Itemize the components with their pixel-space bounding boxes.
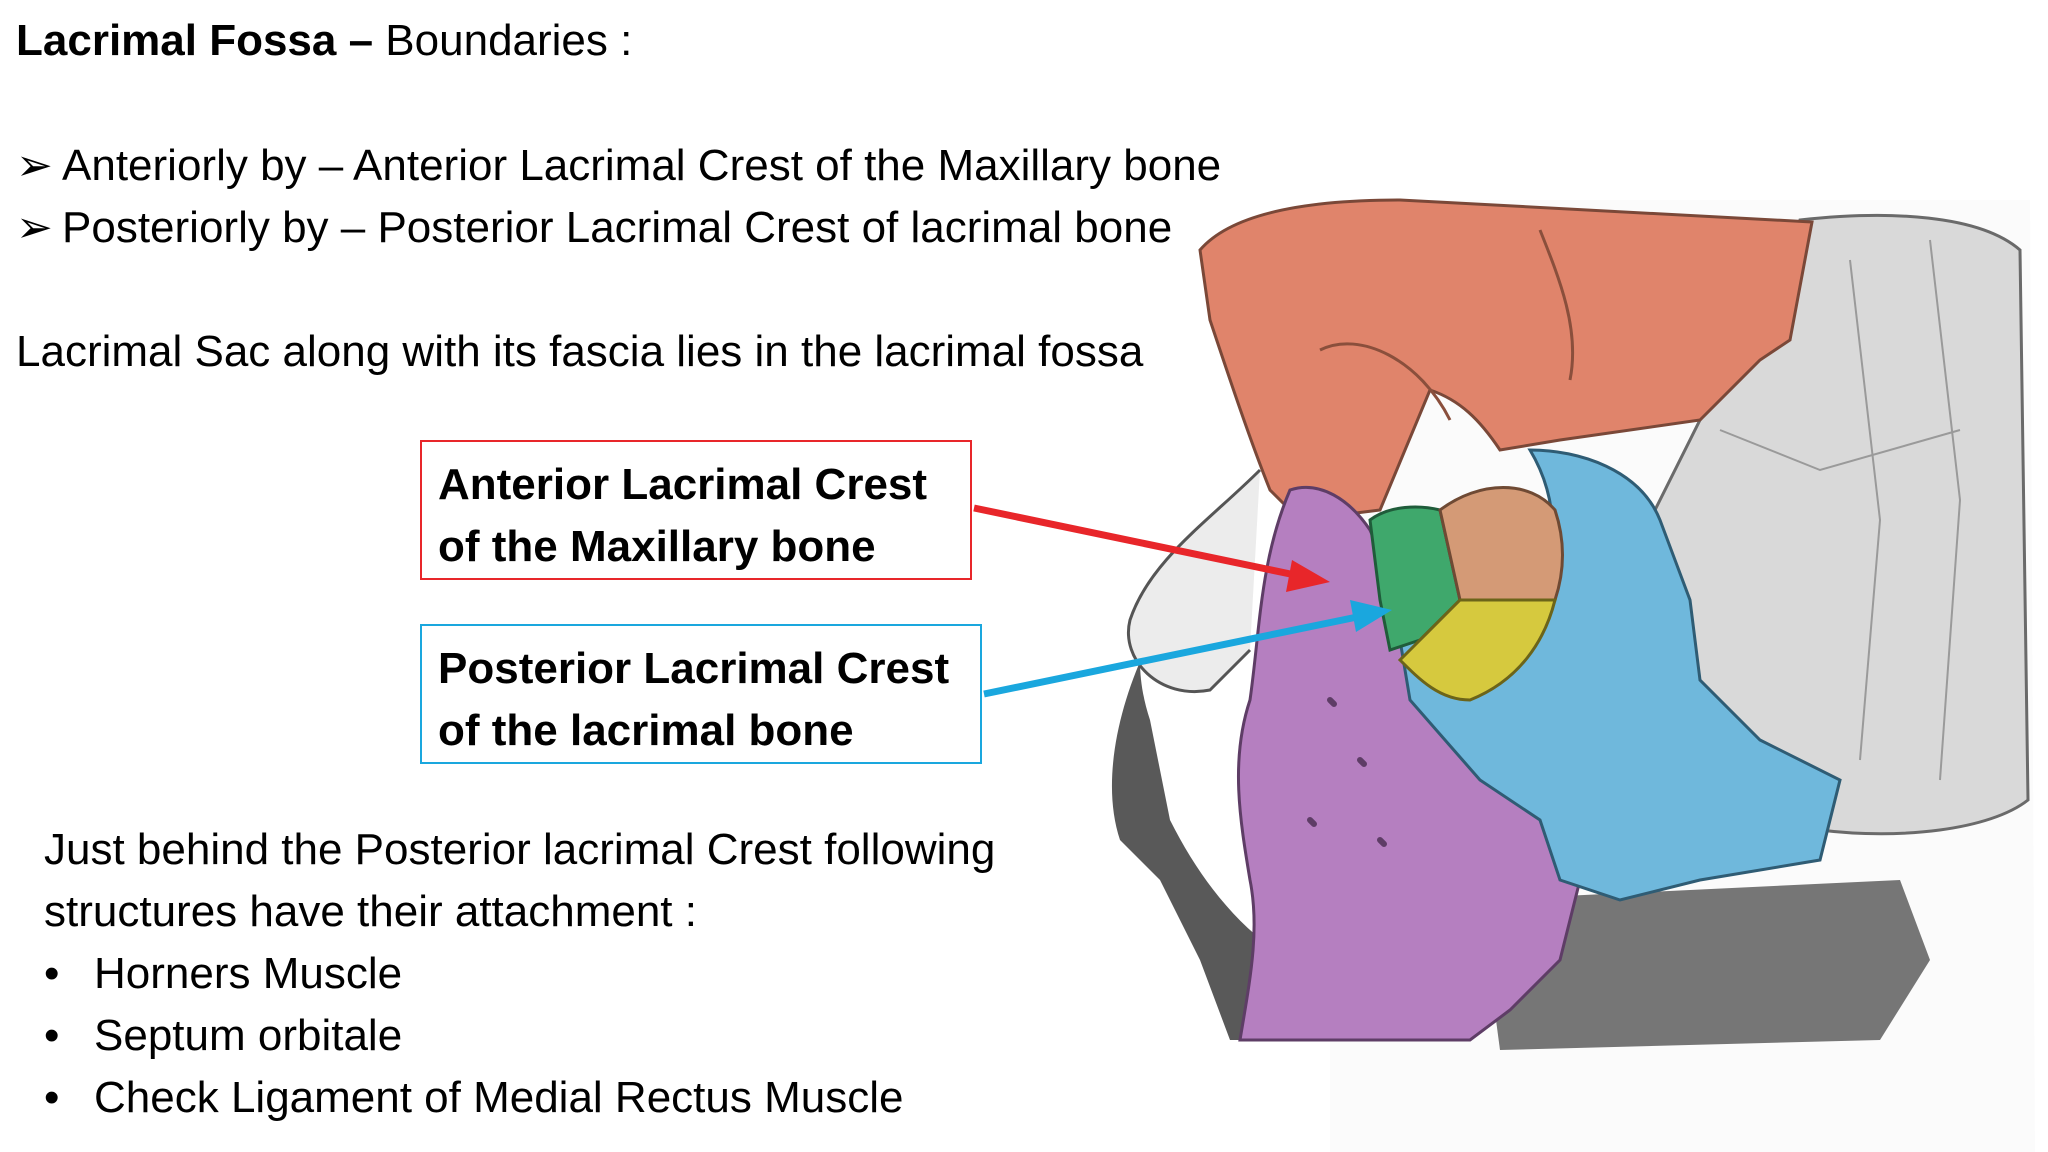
callout-anterior-crest: Anterior Lacrimal Crest of the Maxillary…: [420, 440, 972, 580]
sac-statement: Lacrimal Sac along with its fascia lies …: [16, 327, 1144, 376]
boundary-item-anterior: ➢Anteriorly by – Anterior Lacrimal Crest…: [16, 138, 1221, 194]
orbital-floor-yellow: [1397, 598, 1557, 702]
title-rest: Boundaries :: [373, 16, 633, 65]
slide-title: Lacrimal Fossa – Boundaries :: [16, 13, 632, 69]
bullet-dot-icon: •: [44, 1073, 60, 1122]
arrowhead-bullet-icon: ➢: [16, 141, 53, 190]
attachments-intro-line2: structures have their attachment :: [44, 887, 697, 936]
temporal-texture: [1719, 239, 1962, 781]
callout-anterior-line1: Anterior Lacrimal Crest: [438, 460, 928, 509]
callout-anterior-line2: of the Maxillary bone: [438, 522, 876, 571]
attachment-item-text: Check Ligament of Medial Rectus Muscle: [94, 1073, 904, 1122]
callout-posterior-line1: Posterior Lacrimal Crest: [438, 644, 950, 693]
boundary-item-posterior: ➢Posteriorly by – Posterior Lacrimal Cre…: [16, 200, 1172, 256]
bullet-dot-icon: •: [44, 1011, 60, 1060]
callout-posterior-line2: of the lacrimal bone: [438, 706, 854, 755]
attachments-intro-line1: Just behind the Posterior lacrimal Crest…: [44, 825, 996, 874]
maxilla-foramina: [1307, 697, 1387, 847]
attachment-item-text: Septum orbitale: [94, 1011, 403, 1060]
anterior-arrow: [973, 504, 1330, 592]
ethmoid-bone: [1438, 486, 1564, 602]
attachment-item-text: Horners Muscle: [94, 949, 403, 998]
attachment-item: • Horners Muscle: [44, 946, 402, 1002]
bullet-dot-icon: •: [44, 949, 60, 998]
anterior-arrowhead-icon: [1286, 560, 1330, 592]
boundary-text: Anteriorly by – Anterior Lacrimal Crest …: [62, 141, 1222, 190]
arrowhead-bullet-icon: ➢: [16, 203, 53, 252]
title-bold: Lacrimal Fossa –: [16, 16, 374, 65]
attachment-item: • Septum orbitale: [44, 1008, 402, 1064]
nose-outline: [1127, 468, 1262, 693]
frontal-bone: [1198, 198, 1814, 522]
callout-posterior-crest: Posterior Lacrimal Crest of the lacrimal…: [420, 624, 982, 764]
lacrimal-bone: [1368, 505, 1462, 652]
supraorbital-ridge: [1319, 229, 1575, 421]
attachment-item: • Check Ligament of Medial Rectus Muscle: [44, 1070, 903, 1126]
boundary-text: Posteriorly by – Posterior Lacrimal Cres…: [62, 203, 1173, 252]
posterior-arrow: [983, 600, 1392, 698]
posterior-arrowhead-icon: [1350, 600, 1392, 632]
lower-jaw-shadow: [1480, 880, 1930, 1050]
